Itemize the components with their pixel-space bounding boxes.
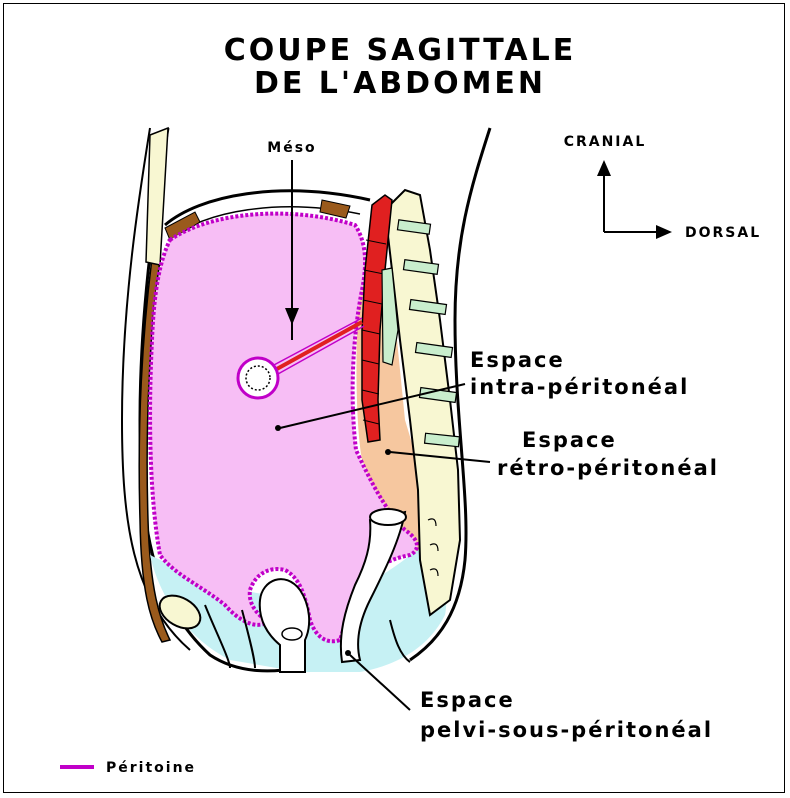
pelvi-pointer-dot (345, 650, 351, 656)
pelvi-label-line-2: pelvi-sous-péritonéal (420, 718, 713, 742)
diaphragm-muscle-right (320, 200, 350, 218)
dorsal-label: DORSAL (685, 225, 761, 241)
rectum-opening (370, 509, 406, 525)
title-line-1: COUPE SAGITTALE (224, 33, 577, 68)
cranial-label: CRANIAL (564, 134, 647, 150)
retro-label-line-1: Espace (522, 428, 617, 452)
intra-label-line-1: Espace (470, 348, 565, 372)
intra-pointer-dot (275, 425, 281, 431)
bowel-lumen (246, 366, 270, 390)
upper-anterior-wall (146, 128, 168, 265)
cranial-arrow-head (597, 160, 611, 176)
retro-label-line-2: rétro-péritonéal (497, 456, 719, 480)
peritoine-legend-label: Péritoine (106, 760, 196, 776)
intra-label-line-2: intra-péritonéal (470, 375, 689, 399)
title-line-2: DE L'ABDOMEN (254, 66, 546, 101)
retro-pointer-dot (385, 449, 391, 455)
meso-label: Méso (267, 140, 316, 156)
pelvic-organ-lumen (282, 628, 302, 640)
dorsal-arrow-head (656, 225, 672, 239)
pelvi-label-line-1: Espace (420, 688, 515, 712)
